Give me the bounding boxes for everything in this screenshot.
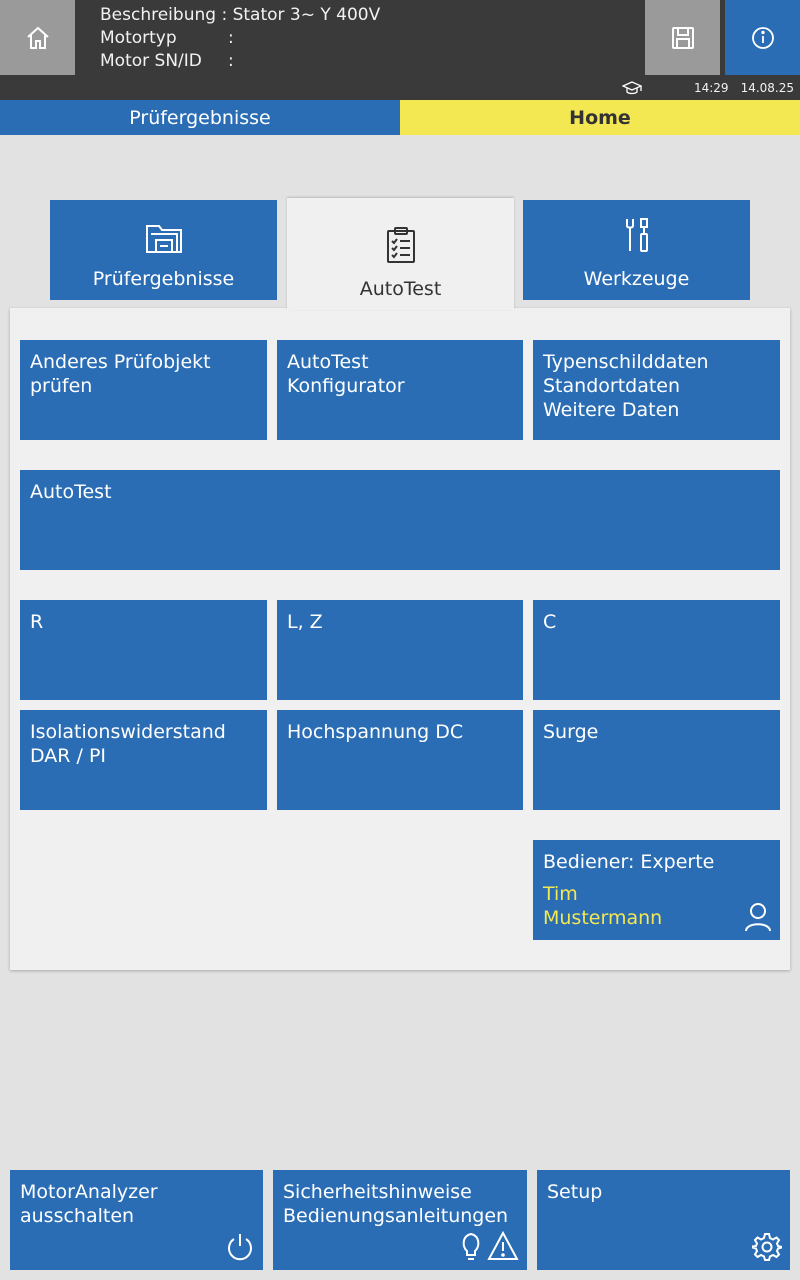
info-icon: [751, 26, 774, 49]
power-icon: [228, 1234, 252, 1261]
tab-werkzeuge[interactable]: Werkzeuge: [523, 200, 750, 300]
info-sep: :: [228, 28, 234, 48]
info-value: Stator 3~ Y 400V: [232, 5, 381, 25]
save-button[interactable]: [645, 0, 720, 75]
setup-button[interactable]: Setup: [537, 1170, 790, 1270]
tile-line: Konfigurator: [287, 375, 405, 397]
tile-line: Standortdaten: [543, 375, 681, 397]
test-lz-button[interactable]: L, Z: [277, 600, 523, 700]
info-sep: :: [221, 5, 228, 25]
motor-info: Beschreibung : Stator 3~ Y 400V Motortyp…: [100, 4, 640, 73]
tab-label: Prüfergebnisse: [92, 268, 235, 290]
tile-line: ausschalten: [20, 1205, 135, 1227]
tile-line: Surge: [543, 721, 599, 743]
tile-line: Isolationswiderstand: [30, 721, 226, 743]
tile-line: Bedienungsanleitungen: [283, 1205, 509, 1227]
clock-time: 14:29: [693, 81, 729, 95]
status-row: 14:29 14.08.25: [600, 78, 800, 98]
operator-first-name: Tim: [543, 883, 578, 905]
clock-date: 14.08.25: [740, 81, 794, 95]
home-button[interactable]: [0, 0, 75, 75]
tile-line: Weitere Daten: [543, 399, 680, 421]
other-test-object-button[interactable]: Anderes Prüfobjekt prüfen: [20, 340, 267, 440]
clipboard-icon: [386, 227, 415, 263]
nav-pruefergebnisse[interactable]: Prüfergebnisse: [0, 100, 400, 135]
autotest-start-button[interactable]: AutoTest: [20, 470, 780, 570]
tile-line: AutoTest: [287, 351, 369, 373]
test-c-button[interactable]: C: [533, 600, 780, 700]
safety-manuals-button[interactable]: Sicherheitshinweise Bedienungsanleitunge…: [273, 1170, 527, 1270]
info-row-description: Beschreibung : Stator 3~ Y 400V: [100, 4, 640, 27]
nav-home[interactable]: Home: [400, 100, 800, 135]
home-icon: [26, 26, 49, 49]
operator-role: Bediener: Experte: [543, 851, 715, 873]
tile-line: R: [30, 611, 44, 633]
operator-last-name: Mustermann: [543, 907, 663, 929]
autotest-configurator-button[interactable]: AutoTest Konfigurator: [277, 340, 523, 440]
tab-autotest[interactable]: AutoTest: [287, 198, 514, 310]
lightbulb-warning-icon: [462, 1230, 519, 1260]
tile-line: AutoTest: [30, 481, 112, 503]
tab-label: AutoTest: [359, 278, 442, 300]
tile-line: C: [543, 611, 557, 633]
tile-line: Setup: [547, 1181, 603, 1203]
tools-icon: [625, 218, 648, 252]
tile-line: Typenschilddaten: [543, 351, 709, 373]
info-key: Motortyp: [100, 28, 177, 48]
folder-icon: [145, 225, 182, 253]
tile-line: prüfen: [30, 375, 93, 397]
info-key: Beschreibung: [100, 5, 217, 25]
info-button[interactable]: [725, 0, 800, 75]
tile-line: Anderes Prüfobjekt: [30, 351, 211, 373]
surge-button[interactable]: Surge: [533, 710, 780, 810]
save-icon: [671, 26, 694, 49]
high-voltage-dc-button[interactable]: Hochspannung DC: [277, 710, 523, 810]
gear-icon: [752, 1233, 782, 1261]
nameplate-data-button[interactable]: Typenschilddaten Standortdaten Weitere D…: [533, 340, 780, 440]
info-sep: :: [228, 51, 234, 71]
tile-line: L, Z: [287, 611, 323, 633]
info-row-serial: Motor SN/ID:: [100, 50, 640, 73]
info-row-motortype: Motortyp:: [100, 27, 640, 50]
tile-line: DAR / PI: [30, 745, 107, 767]
info-key: Motor SN/ID: [100, 51, 202, 71]
tab-label: Werkzeuge: [583, 268, 690, 290]
shutdown-button[interactable]: MotorAnalyzer ausschalten: [10, 1170, 263, 1270]
user-icon: [745, 903, 771, 932]
insulation-resistance-button[interactable]: Isolationswiderstand DAR / PI: [20, 710, 267, 810]
test-r-button[interactable]: R: [20, 600, 267, 700]
operator-button[interactable]: Bediener: Experte Tim Mustermann: [533, 840, 780, 940]
tile-line: MotorAnalyzer: [20, 1181, 158, 1203]
graduation-cap-icon: [621, 81, 642, 95]
tab-pruefergebnisse[interactable]: Prüfergebnisse: [50, 200, 277, 300]
tile-line: Sicherheitshinweise: [283, 1181, 472, 1203]
tile-line: Hochspannung DC: [287, 721, 464, 743]
